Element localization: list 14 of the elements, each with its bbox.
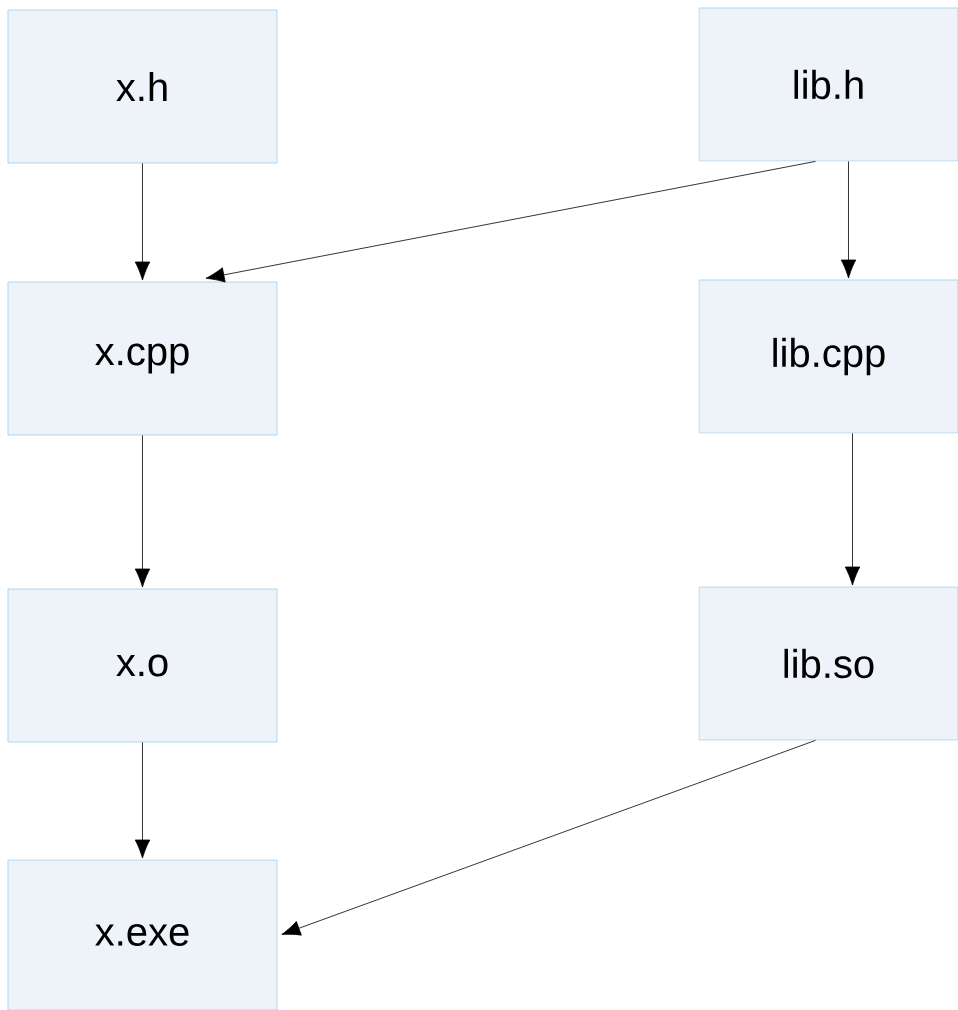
arrow xyxy=(134,742,151,859)
arrow xyxy=(840,161,857,279)
file-box: lib.cpp xyxy=(698,279,958,434)
file-box: lib.h xyxy=(698,7,958,162)
arrow xyxy=(134,435,151,588)
arrow xyxy=(205,161,816,283)
file-box: x.o xyxy=(7,588,278,743)
file-box: x.exe xyxy=(7,859,278,1010)
arrow xyxy=(281,740,816,936)
file-box: x.h xyxy=(7,9,278,164)
file-box: x.cpp xyxy=(7,281,278,436)
arrow xyxy=(134,163,151,281)
arrow xyxy=(844,433,861,586)
file-box: lib.so xyxy=(698,586,958,741)
